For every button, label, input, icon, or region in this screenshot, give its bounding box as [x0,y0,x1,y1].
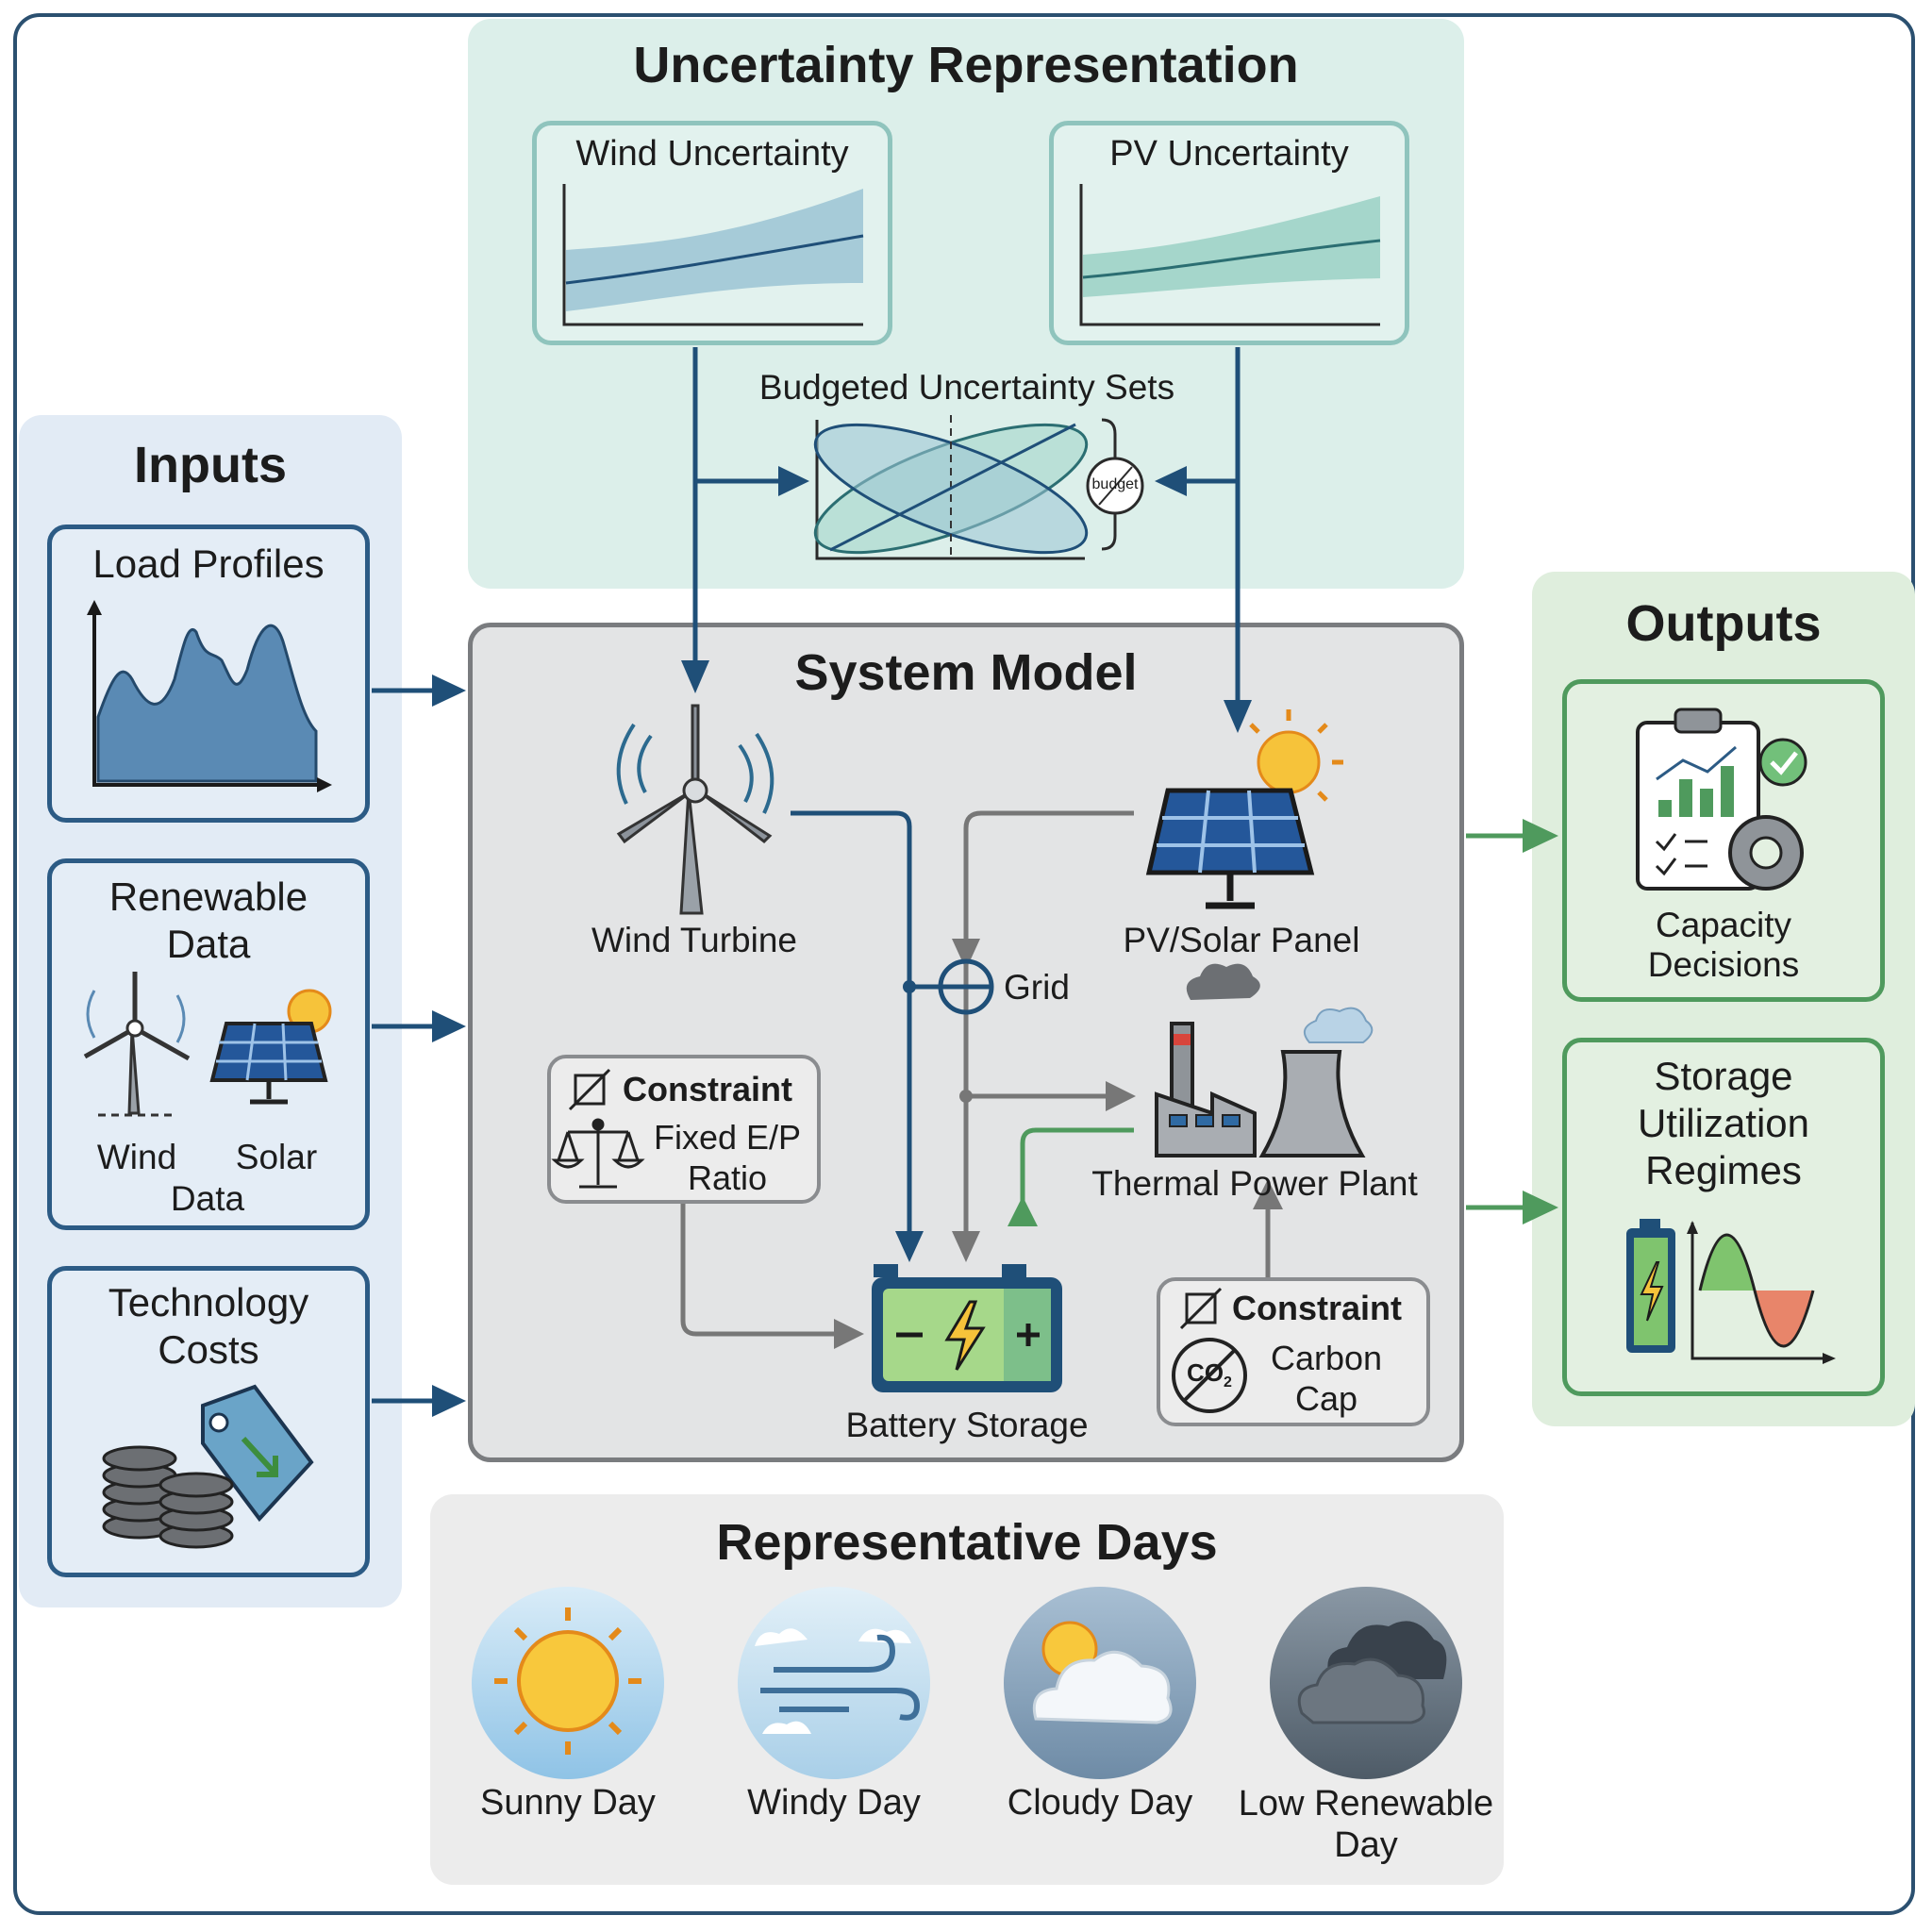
system-model-title: System Model [794,644,1138,701]
storage-utilization-label: Storage Utilization Regimes [1562,1053,1885,1194]
wind-data-label: Wind [96,1138,177,1176]
pv-panel-label: PV/Solar Panel [1123,921,1360,959]
co2-icon [1172,1338,1247,1413]
wind-icon [83,972,191,1117]
budget-label: budget [1091,476,1139,492]
sunny-day-icon [472,1587,664,1779]
capacity-line2: Decisions [1647,945,1800,984]
capacity-line1: Capacity [1656,906,1791,944]
renewable-data-line1: Renewable [108,874,308,919]
fixed-ep-constraint-card [547,1055,821,1204]
grid-icon [938,958,994,1015]
thermal-plant-label: Thermal Power Plant [1091,1164,1418,1203]
storage-line3: Regimes [1645,1148,1802,1192]
cloudy-day-icon [1004,1587,1196,1779]
co2-label: CO2 [1187,1358,1232,1391]
load-profile-chart [87,600,332,792]
pv-uncertainty-chart [1079,184,1381,326]
balance-scale-icon [551,1118,645,1189]
cloudy-day-label: Cloudy Day [1007,1783,1193,1823]
co2-text: CO [1187,1358,1224,1387]
wind-turbine-icon [616,704,774,915]
carbon-cap-constraint-card [1157,1277,1430,1426]
outputs-title: Outputs [1625,595,1822,652]
uncertainty-arrows [692,347,1241,709]
windy-day-icon [738,1587,930,1779]
technology-costs-line2: Costs [158,1327,259,1372]
pv-uncertainty-label: PV Uncertainty [1109,134,1349,174]
output-arrows [1466,833,1528,1210]
constraint-1-line2: Ratio [687,1158,768,1197]
storage-line1: Storage [1654,1054,1793,1098]
input-arrows [372,688,436,1404]
load-profiles-label: Load Profiles [92,541,325,586]
renewable-data-line2: Data [166,922,251,966]
technology-cost-icon [102,1384,314,1549]
low-renewable-line1: Low Renewable [1238,1784,1494,1824]
storage-line2: Utilization [1637,1101,1810,1145]
solar-icon [209,989,332,1105]
windy-day-label: Windy Day [747,1783,921,1823]
low-renewable-line2: Day [1334,1825,1398,1865]
renewable-data-label: Renewable Data [47,874,370,968]
low-renewable-day-icon [1270,1587,1462,1779]
solar-data-label: Solar [235,1138,318,1176]
constraint-2-line2: Cap [1294,1379,1358,1418]
sunny-day-label: Sunny Day [480,1783,656,1823]
inputs-title: Inputs [134,437,287,493]
constraint-2-icon [1179,1287,1223,1330]
wind-uncertainty-chart [562,184,864,326]
battery-storage-icon [872,1264,1062,1392]
technology-costs-line1: Technology [108,1280,309,1324]
constraint-2-line1: Carbon [1270,1339,1383,1377]
constraint-1-icon [568,1068,611,1111]
capacity-decisions-icon [1636,708,1807,891]
budgeted-uncertainty-label: Budgeted Uncertainty Sets [758,368,1175,407]
constraint-1-text: Fixed E/P Ratio [638,1117,817,1198]
representative-days-title: Representative Days [716,1514,1218,1571]
constraint-2-text: Carbon Cap [1251,1338,1402,1419]
thermal-power-plant-icon [1155,963,1374,1158]
budgeted-uncertainty-plot [813,415,1144,560]
low-renewable-day-label: Low Renewable Day [1226,1783,1506,1866]
technology-costs-label: Technology Costs [47,1279,370,1374]
storage-utilization-card [1562,1038,1885,1396]
constraint-1-title: Constraint [623,1070,792,1108]
storage-utilization-icon [1626,1219,1836,1364]
uncertainty-title: Uncertainty Representation [633,37,1299,93]
capacity-decisions-label: Capacity Decisions [1562,906,1885,985]
data-label: Data [170,1179,245,1218]
grid-label: Grid [1004,968,1070,1007]
wind-uncertainty-label: Wind Uncertainty [575,134,849,174]
wind-turbine-label: Wind Turbine [591,921,797,959]
constraint-1-line1: Fixed E/P [653,1118,802,1157]
battery-storage-label: Battery Storage [845,1406,1089,1444]
pv-solar-panel-icon [1145,709,1343,909]
constraint-2-title: Constraint [1232,1289,1402,1327]
